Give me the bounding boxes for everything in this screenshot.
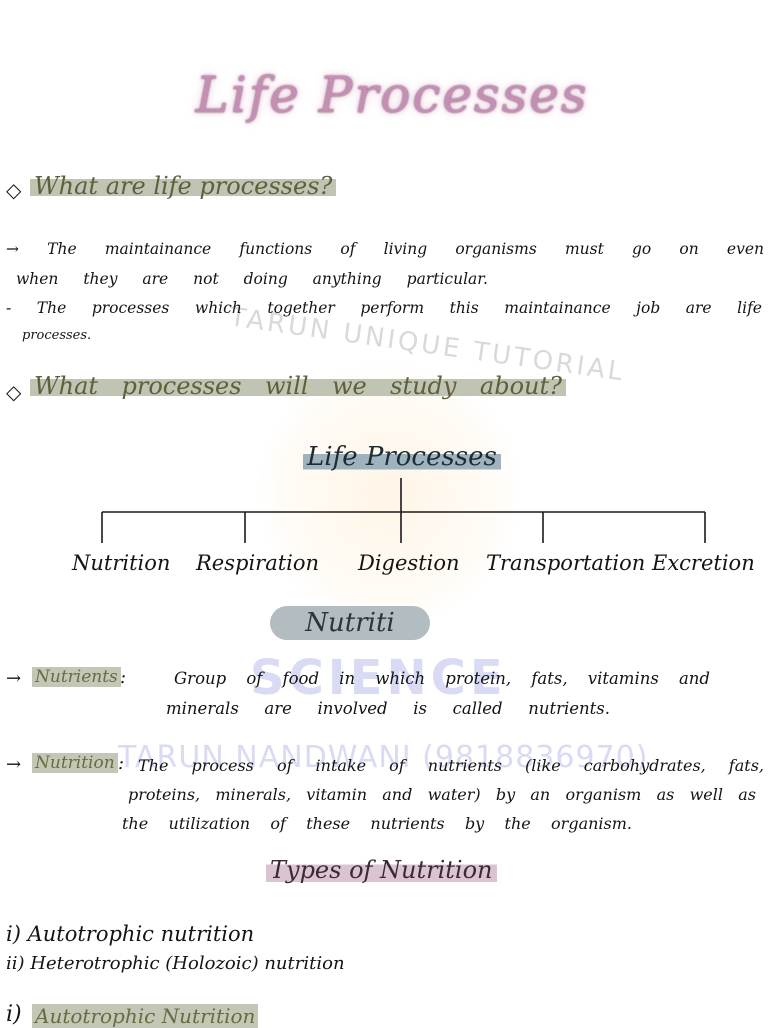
term-nutrients: Nutrients [32, 667, 121, 687]
nutrition-line-1: The process of intake of nutrients (like… [138, 756, 764, 775]
watermark-subject: SCIENCE [250, 650, 507, 706]
nutrients-line-2: minerals are involved is called nutrient… [166, 699, 610, 718]
watermark-circle [258, 362, 520, 624]
diamond-bullet-icon: ◇ [6, 178, 22, 202]
nutrition-line-3: the utilization of these nutrients by th… [122, 814, 632, 833]
tree-node-excretion: Excretion [652, 551, 755, 575]
arrow-icon: → [6, 668, 22, 689]
tree-node-nutrition: Nutrition [72, 551, 171, 575]
nutrition-pill-heading: Nutriti [270, 606, 430, 640]
types-heading: Types of Nutrition [266, 856, 497, 884]
term-colon: : [118, 753, 125, 774]
tree-node-transportation: Transportation [486, 551, 646, 575]
page-title: Life Processes [195, 66, 589, 124]
paragraph-line-3: - The processes which together perform t… [6, 299, 762, 317]
tree-node-digestion: Digestion [358, 551, 460, 575]
types-item-1: i) Autotrophic nutrition [6, 922, 255, 946]
paragraph-line-4: processes. [22, 328, 92, 343]
tree-root-label: Life Processes [303, 442, 501, 472]
nutrition-line-2: proteins, minerals, vitamin and water) b… [128, 785, 756, 804]
section-heading-study: What processes will we study about? [30, 372, 566, 400]
section-heading-life-processes: What are life processes? [30, 172, 337, 200]
watermark-name: TARUN NANDWANI (9818836970) [118, 740, 649, 775]
next-section-label: i) [6, 1002, 22, 1027]
paragraph-line-1: → The maintainance functions of living o… [6, 240, 764, 258]
diamond-bullet-icon: ◇ [6, 380, 22, 404]
arrow-icon: → [6, 754, 22, 775]
term-colon: : [120, 667, 127, 688]
next-section-heading: Autotrophic Nutrition [32, 1004, 259, 1028]
term-nutrition: Nutrition [32, 753, 118, 773]
types-item-2: ii) Heterotrophic (Holozoic) nutrition [6, 953, 345, 974]
nutrients-line-1: Group of food in which protein, fats, vi… [174, 669, 710, 688]
paragraph-line-2: when they are not doing anything particu… [16, 270, 488, 288]
tree-node-respiration: Respiration [196, 551, 320, 575]
